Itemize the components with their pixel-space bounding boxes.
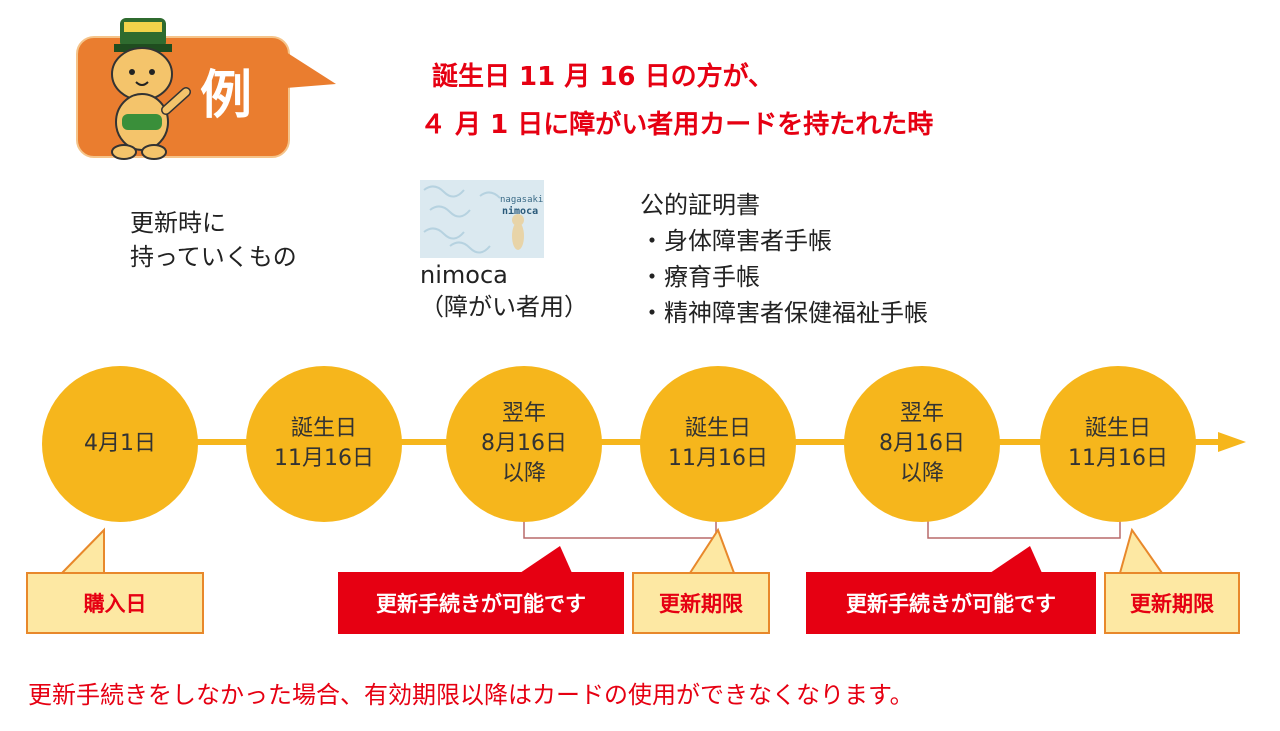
bubble-tail bbox=[286, 52, 336, 88]
nimoca-card-image: nagasaki nimoca bbox=[420, 180, 544, 258]
certificate-item: ・療育手帳 bbox=[640, 263, 760, 291]
certificates-title: 公的証明書 bbox=[640, 191, 760, 219]
card-brand-small: nagasaki bbox=[500, 195, 543, 205]
bring-label-line-1: 更新時に bbox=[130, 209, 226, 237]
certificate-item: ・精神障害者保健福祉手帳 bbox=[640, 299, 928, 327]
timeline-circle-birthday: 誕生日 11月16日 bbox=[246, 366, 402, 522]
heading-line-2: ４ 月 1 日に障がい者用カードを持たれた時 bbox=[420, 110, 934, 140]
timeline-circle-renewal-start: 翌年 8月16日 以降 bbox=[446, 366, 602, 522]
mascot-image bbox=[111, 18, 191, 160]
renewal-deadline-callout: 更新期限 bbox=[1104, 572, 1240, 634]
footer-warning: 更新手続きをしなかった場合、有効期限以降はカードの使用ができなくなります。 bbox=[28, 681, 914, 709]
certificate-item: ・身体障害者手帳 bbox=[640, 227, 832, 255]
timeline-circle-purchase: 4月1日 bbox=[42, 366, 198, 522]
timeline-circle-birthday: 誕生日 11月16日 bbox=[640, 366, 796, 522]
example-label: 例 bbox=[200, 66, 253, 126]
timeline-arrow-icon bbox=[1218, 432, 1246, 452]
timeline-circle-renewal-start: 翌年 8月16日 以降 bbox=[844, 366, 1000, 522]
card-name: nimoca bbox=[420, 261, 508, 289]
card-note: （障がい者用） bbox=[420, 293, 588, 321]
renewal-deadline-callout: 更新期限 bbox=[632, 572, 770, 634]
period-bracket bbox=[927, 520, 1121, 539]
period-bracket bbox=[523, 520, 717, 539]
card-brand: nimoca bbox=[502, 205, 538, 217]
heading-line-1: 誕生日 11 月 16 日の方が、 bbox=[432, 62, 775, 92]
callout-tails bbox=[59, 527, 1164, 574]
renewal-possible-callout: 更新手続きが可能です bbox=[338, 572, 624, 634]
bring-label-line-2: 持っていくもの bbox=[130, 243, 297, 271]
timeline-circle-birthday: 誕生日 11月16日 bbox=[1040, 366, 1196, 522]
purchase-day-callout: 購入日 bbox=[26, 572, 204, 634]
renewal-possible-callout: 更新手続きが可能です bbox=[806, 572, 1096, 634]
